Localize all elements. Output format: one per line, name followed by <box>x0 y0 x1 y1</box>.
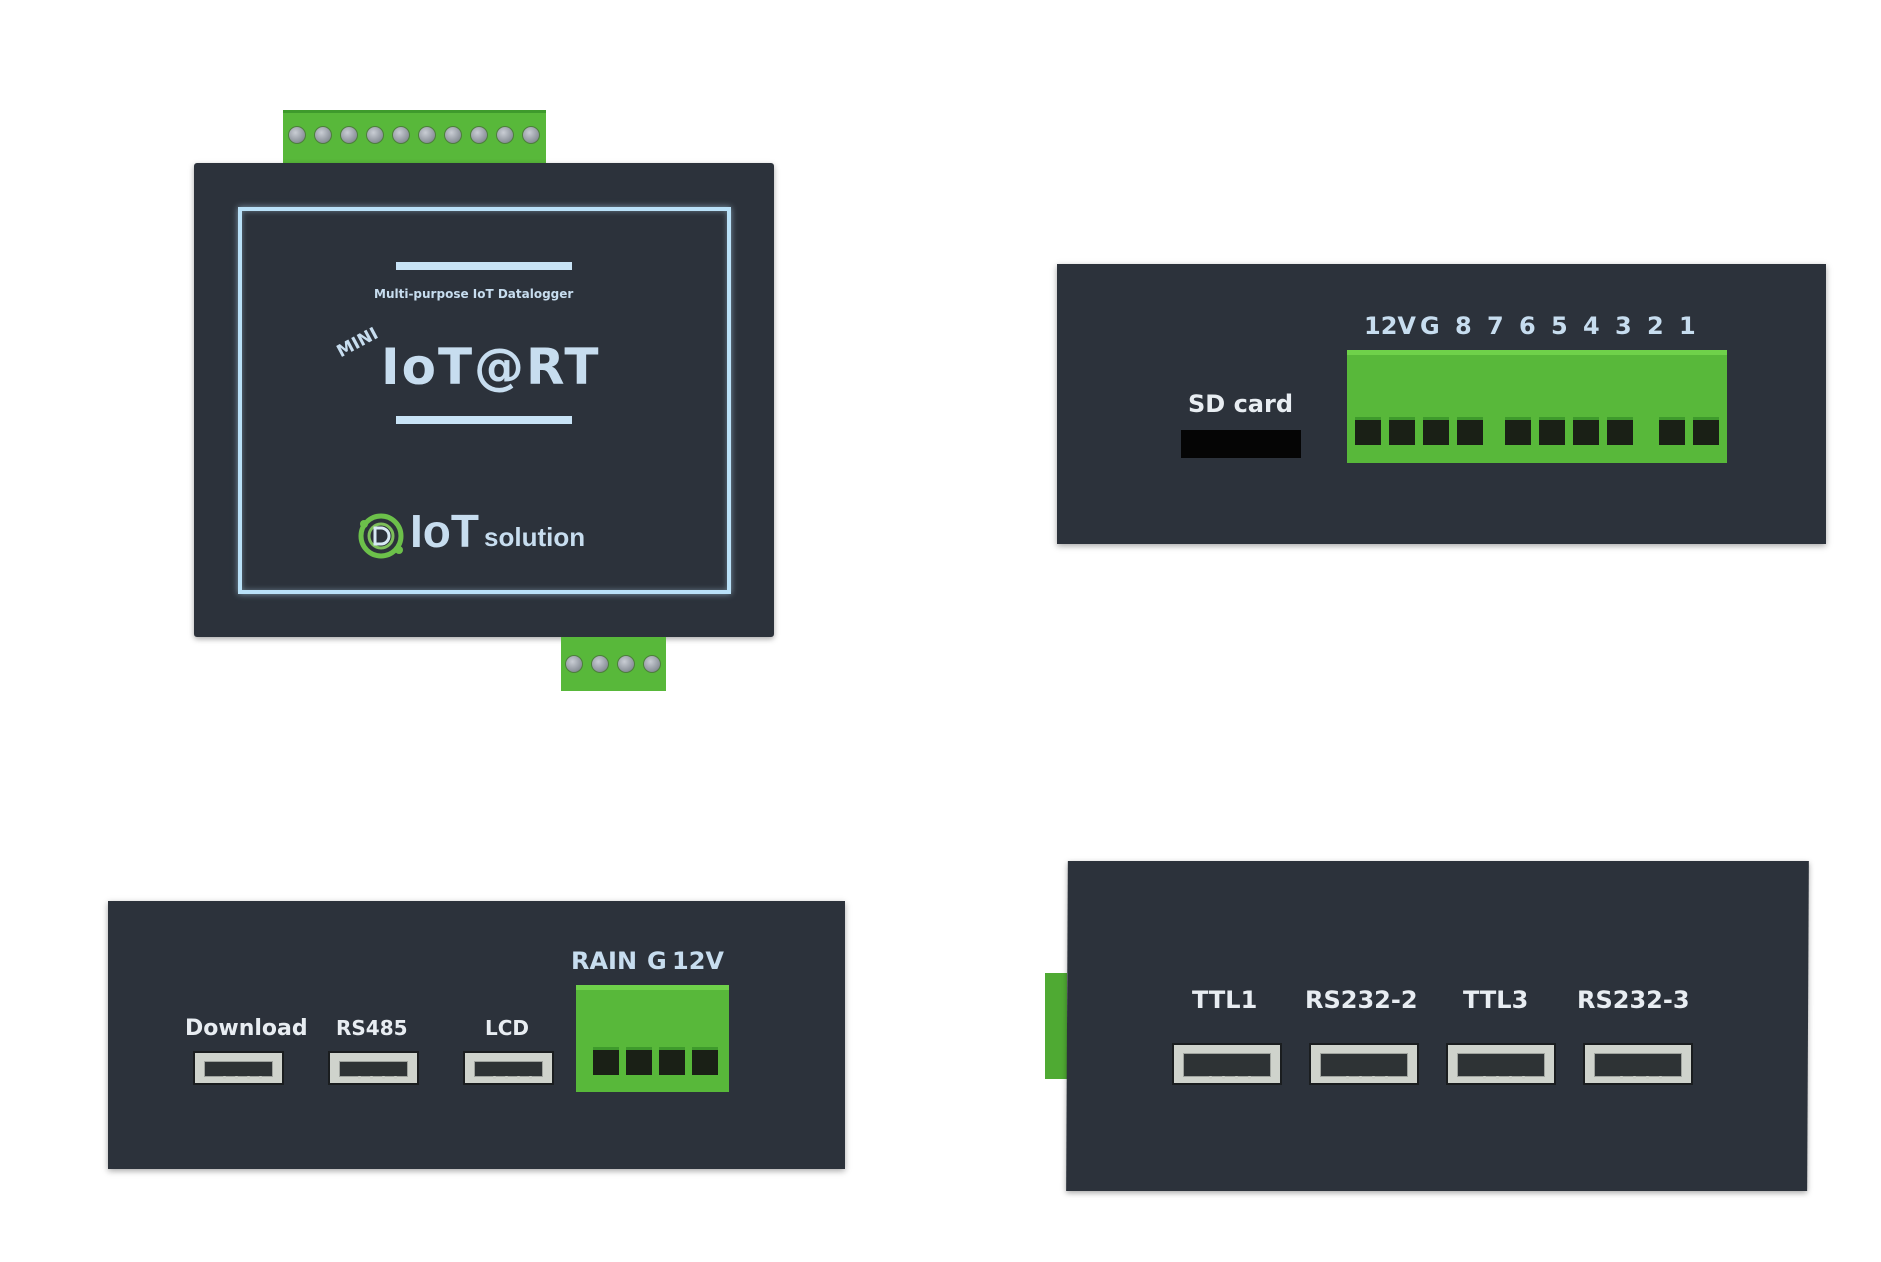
label-frame <box>238 207 731 594</box>
screw-icon <box>565 655 583 673</box>
brand-mark-icon <box>358 513 404 559</box>
terminal-block-4pin <box>576 985 729 1092</box>
bottom-accent-bar <box>396 416 572 424</box>
terminal-slot <box>1539 417 1565 445</box>
terminal-slot <box>1355 417 1381 445</box>
pin-label: 5 <box>1551 312 1568 340</box>
side-terminal-edge <box>1045 973 1067 1079</box>
terminal-slot <box>1573 417 1599 445</box>
terminal-block-10pin <box>1347 350 1727 463</box>
ttl3-port <box>1446 1043 1556 1085</box>
terminal-slot <box>1457 417 1483 445</box>
pin-label: 7 <box>1487 312 1504 340</box>
screw-icon <box>444 126 462 144</box>
brand-iot: IoT <box>410 505 479 557</box>
sd-card-slot <box>1181 430 1301 458</box>
pin-label: 2 <box>1647 312 1664 340</box>
rs232-3-port <box>1583 1043 1693 1085</box>
device-subtitle: Multi-purpose IoT Datalogger <box>374 287 574 301</box>
pin-label: 3 <box>1615 312 1632 340</box>
pin-label: 6 <box>1519 312 1536 340</box>
pin-label: 4 <box>1583 312 1600 340</box>
rear-side-housing <box>1066 861 1809 1191</box>
port-label-download: Download <box>185 1016 308 1041</box>
terminal-slot <box>1423 417 1449 445</box>
terminal-slot <box>1607 417 1633 445</box>
terminal-slot <box>1389 417 1415 445</box>
terminal-label-rain: RAIN <box>571 947 638 975</box>
screw-icon <box>418 126 436 144</box>
rs232-2-port <box>1309 1043 1419 1085</box>
port-label-ttl3: TTL3 <box>1463 986 1529 1014</box>
terminal-slot <box>692 1047 718 1075</box>
pin-label: 8 <box>1455 312 1472 340</box>
port-label-ttl1: TTL1 <box>1192 986 1258 1014</box>
screw-icon <box>314 126 332 144</box>
screw-icon <box>522 126 540 144</box>
screw-icon <box>470 126 488 144</box>
port-label-rs232-3: RS232-3 <box>1577 986 1690 1014</box>
screw-icon <box>617 655 635 673</box>
iot-solution-logo <box>356 510 408 562</box>
screw-icon <box>591 655 609 673</box>
terminal-slot <box>1505 417 1531 445</box>
screw-icon <box>643 655 661 673</box>
ttl1-port <box>1172 1043 1282 1085</box>
terminal-slot <box>659 1047 685 1075</box>
terminal-label-g: G <box>647 947 667 975</box>
screw-icon <box>496 126 514 144</box>
screw-icon <box>392 126 410 144</box>
port-label-rs485: RS485 <box>336 1016 408 1040</box>
logo-main: IoT@RT <box>381 338 601 396</box>
port-label-lcd: LCD <box>485 1016 530 1040</box>
top-housing <box>194 163 774 637</box>
terminal-label-12v: 12V <box>672 947 724 975</box>
pin-label: 1 <box>1679 312 1696 340</box>
screw-icon <box>366 126 384 144</box>
terminal-slot <box>1659 417 1685 445</box>
top-accent-bar <box>396 262 572 270</box>
terminal-slot <box>626 1047 652 1075</box>
terminal-slot <box>593 1047 619 1075</box>
brand-solution: solution <box>484 522 586 552</box>
screw-icon <box>340 126 358 144</box>
sd-card-label: SD card <box>1188 390 1293 418</box>
download-port <box>193 1051 284 1085</box>
pin-label: G <box>1420 312 1440 340</box>
screw-icon <box>288 126 306 144</box>
rs485-port <box>328 1051 419 1085</box>
pin-label: 12V <box>1364 312 1416 340</box>
terminal-slot <box>1693 417 1719 445</box>
port-label-rs232-2: RS232-2 <box>1305 986 1418 1014</box>
lcd-port <box>463 1051 554 1085</box>
